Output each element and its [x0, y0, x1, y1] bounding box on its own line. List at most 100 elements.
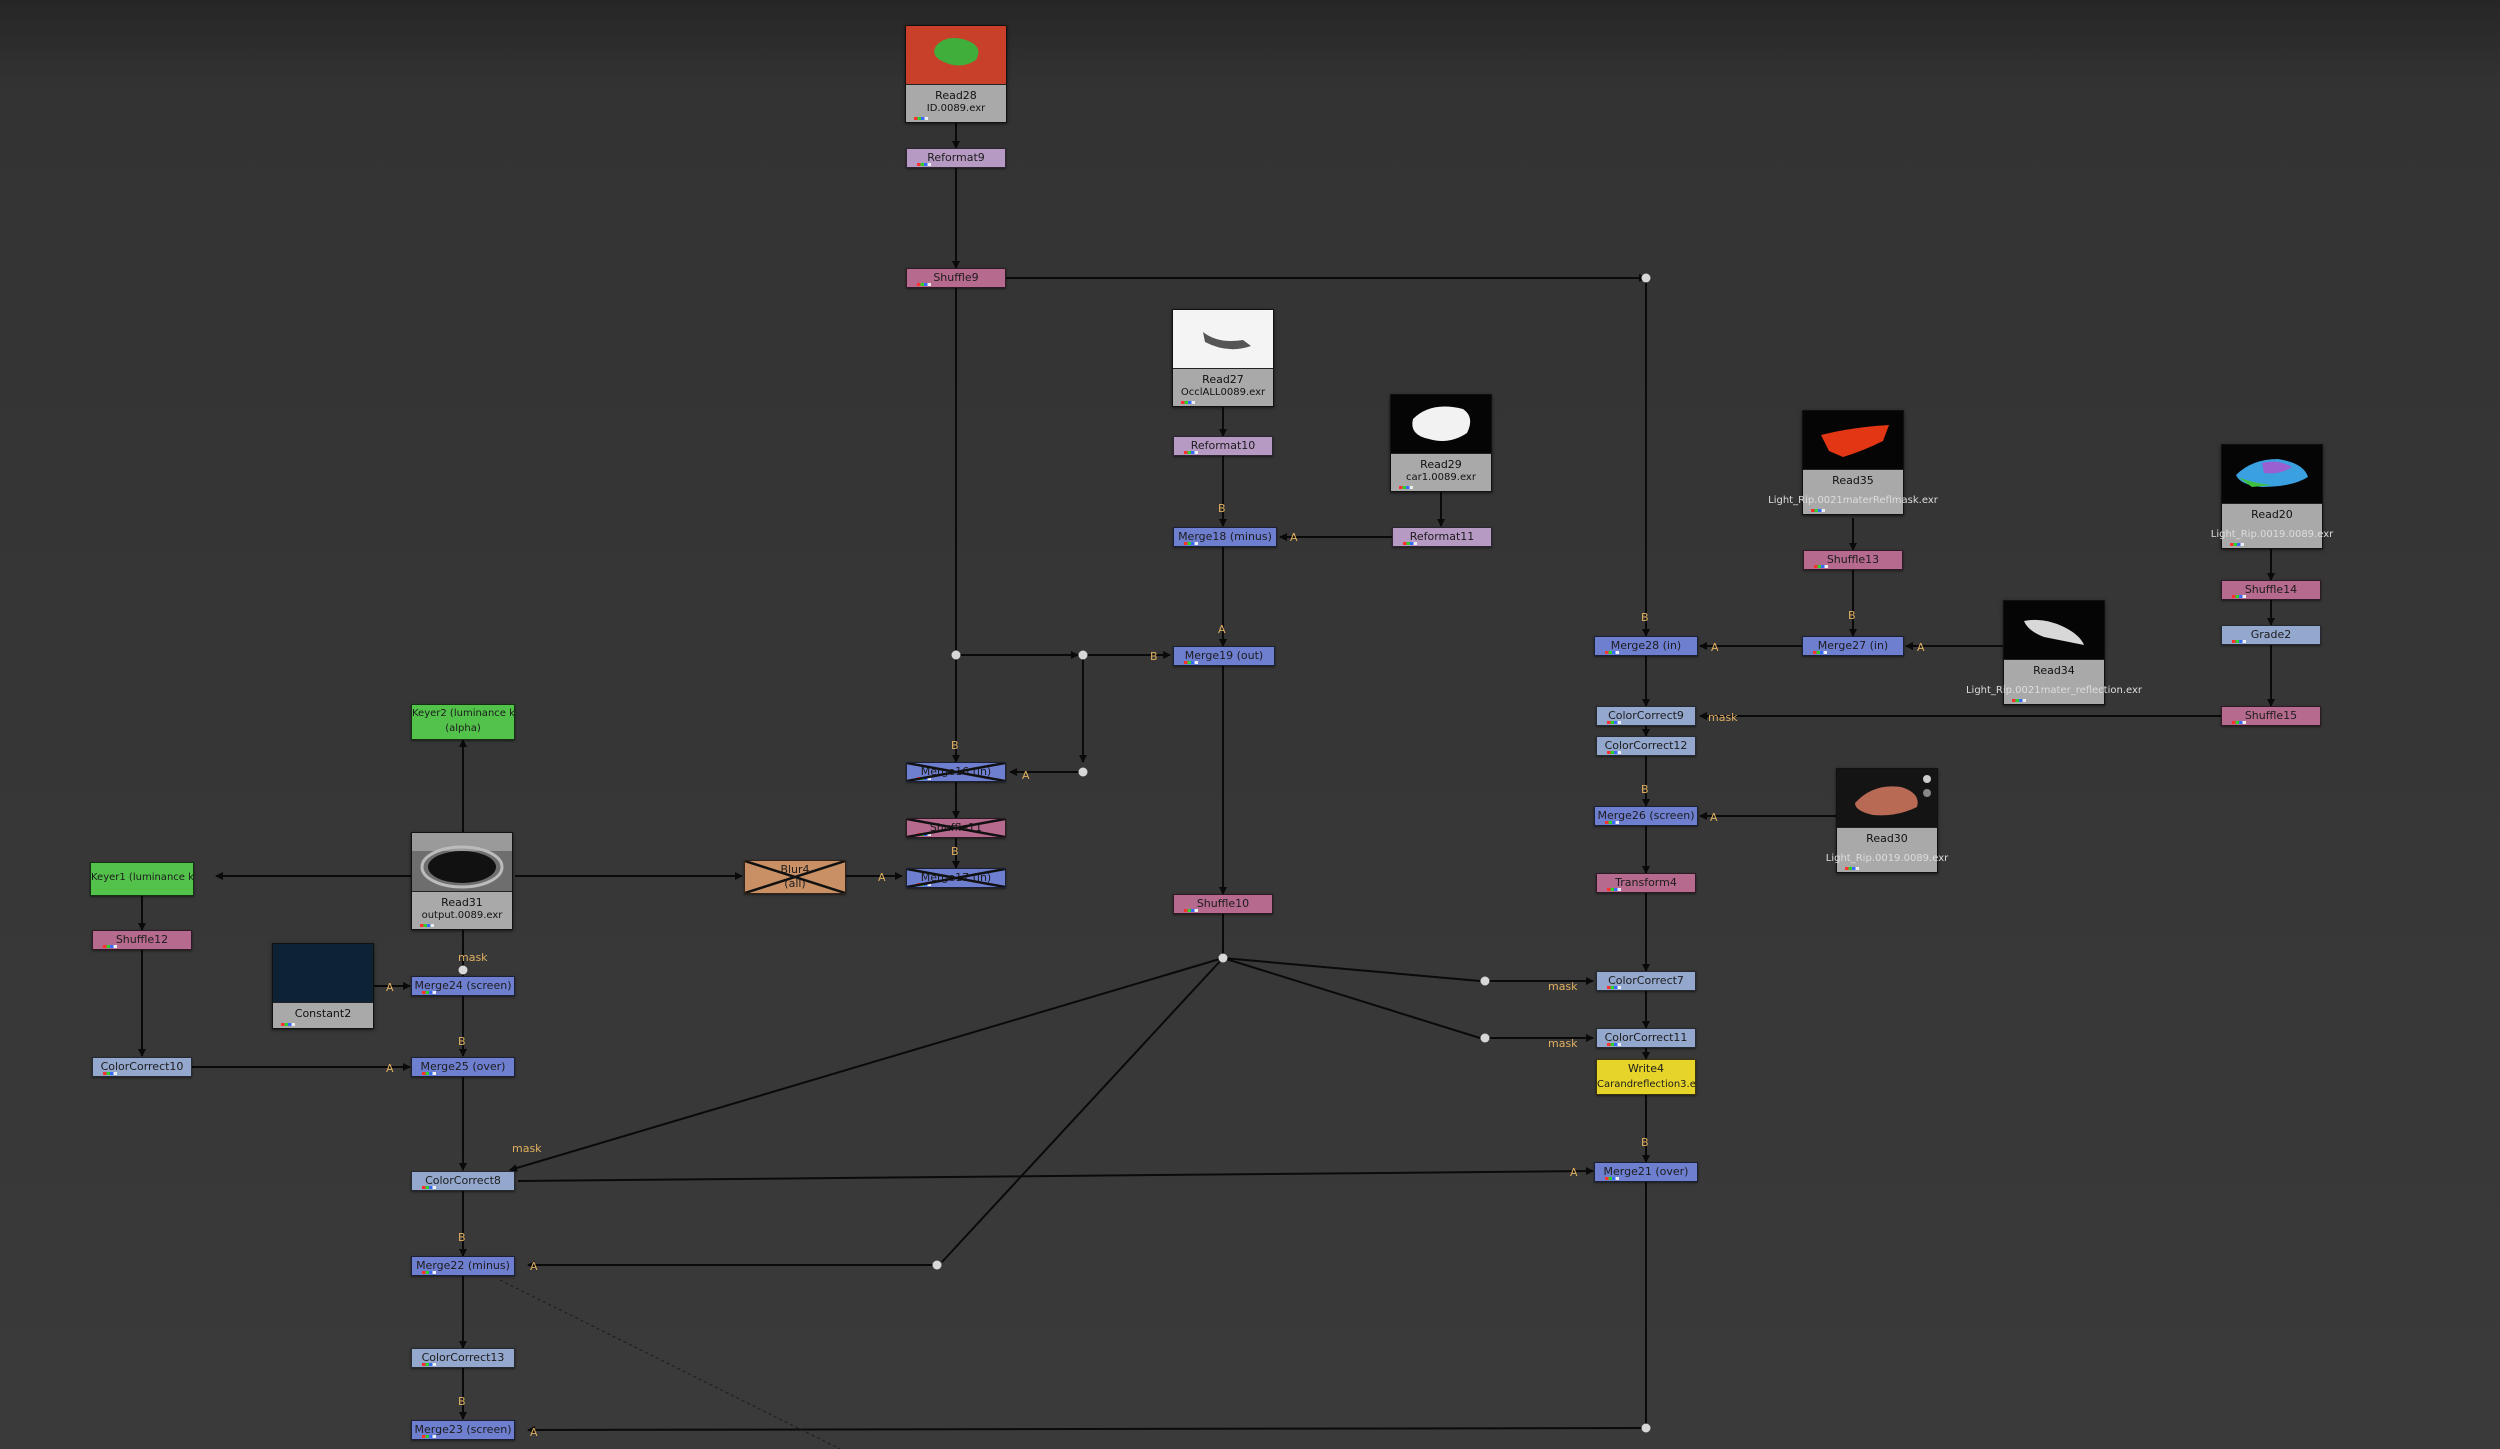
colorcorrect7-node[interactable]: ColorCorrect7 [1596, 971, 1696, 991]
shuffle11-node[interactable]: Shuffle11 [906, 818, 1006, 838]
read31-thumbnail [412, 833, 512, 892]
merge24-node[interactable]: Merge24 (screen) [411, 976, 515, 996]
node-sublabel: (all) [784, 877, 806, 890]
colorcorrect9-node[interactable]: ColorCorrect9 [1596, 706, 1696, 726]
shuffle10-node[interactable]: Shuffle10 [1173, 894, 1273, 914]
merge26-node[interactable]: Merge26 (screen) [1594, 806, 1698, 826]
node-label: ColorCorrect10 [100, 1060, 184, 1073]
input-a-label: A [1218, 623, 1226, 636]
merge25-node[interactable]: Merge25 (over) [411, 1057, 515, 1077]
merge22-node[interactable]: Merge22 (minus) [411, 1256, 515, 1276]
node-label: ColorCorrect7 [1608, 974, 1684, 987]
dot-node[interactable] [458, 965, 468, 975]
input-b-label: B [951, 845, 959, 858]
read27-node[interactable]: Read27 OcclALL0089.exr [1172, 309, 1274, 407]
colorcorrect11-node[interactable]: ColorCorrect11 [1596, 1028, 1696, 1048]
node-label: Merge19 (out) [1184, 649, 1264, 662]
node-label: Grade2 [2250, 628, 2292, 641]
read34-thumbnail [2004, 601, 2104, 660]
read20-node[interactable]: Read20 Light_Rip.0019.0089.exr [2211, 444, 2333, 549]
read31-node[interactable]: Read31 output.0089.exr [411, 832, 513, 930]
reformat11-node[interactable]: Reformat11 [1392, 527, 1492, 547]
merge23-node[interactable]: Merge23 (screen) [411, 1420, 515, 1440]
channel-dots [914, 117, 928, 120]
dot-node[interactable] [1480, 1033, 1490, 1043]
node-label: Shuffle13 [1826, 553, 1880, 566]
shuffle13-node[interactable]: Shuffle13 [1803, 550, 1903, 570]
read27-file: OcclALL0089.exr [1180, 387, 1266, 398]
reformat9-node[interactable]: Reformat9 [906, 148, 1006, 168]
channel-dots [1181, 401, 1195, 404]
read29-node[interactable]: Read29 car1.0089.exr [1390, 394, 1492, 492]
transform4-node[interactable]: Transform4 [1596, 873, 1696, 893]
colorcorrect13-node[interactable]: ColorCorrect13 [411, 1348, 515, 1368]
input-b-label: B [1218, 502, 1226, 515]
node-label: ColorCorrect11 [1604, 1031, 1688, 1044]
constant2-node[interactable]: Constant2 [272, 943, 374, 1029]
read30-node[interactable]: Read30 Light_Rip.0019.0089.exr [1826, 768, 1948, 873]
shuffle14-node[interactable]: Shuffle14 [2221, 580, 2321, 600]
input-b-label: B [1641, 1136, 1649, 1149]
shuffle15-node[interactable]: Shuffle15 [2221, 706, 2321, 726]
mask-label: mask [1548, 1037, 1578, 1050]
keyer2-node[interactable]: Keyer2 (luminance key) (alpha) [411, 704, 515, 740]
reformat10-node[interactable]: Reformat10 [1173, 436, 1273, 456]
read34-node[interactable]: Read34 Light_Rip.0021mater_reflection.ex… [1966, 600, 2142, 705]
merge28-node[interactable]: Merge28 (in) [1594, 636, 1698, 656]
input-b-label: B [1848, 609, 1856, 622]
colorcorrect8-node[interactable]: ColorCorrect8 [411, 1171, 515, 1191]
read35-node[interactable]: Read35 Light_Rip.0021materReflmask.exr [1768, 410, 1938, 515]
input-b-label: B [1641, 611, 1649, 624]
read35-name: Read35 [1832, 474, 1874, 487]
merge18-node[interactable]: Merge18 (minus) [1173, 527, 1277, 547]
constant2-thumbnail [273, 944, 373, 1003]
merge19-node[interactable]: Merge19 (out) [1173, 646, 1275, 666]
node-label: Shuffle14 [2244, 583, 2298, 596]
input-a-label: A [1570, 1166, 1578, 1179]
dot-node[interactable] [951, 650, 961, 660]
colorcorrect12-node[interactable]: ColorCorrect12 [1596, 736, 1696, 756]
read30-file: Light_Rip.0019.0089.exr [1825, 853, 1949, 864]
input-a-label: A [530, 1426, 538, 1439]
dot-node[interactable] [932, 1260, 942, 1270]
read35-file: Light_Rip.0021materReflmask.exr [1768, 495, 1938, 506]
node-label: Merge17 (in) [920, 871, 992, 884]
merge17-node[interactable]: Merge17 (in) [906, 868, 1006, 888]
write4-node[interactable]: Write4 Carandreflection3.exr [1596, 1059, 1696, 1095]
colorcorrect10-node[interactable]: ColorCorrect10 [92, 1057, 192, 1077]
merge16-node[interactable]: Merge16 (in) [906, 762, 1006, 782]
merge21-node[interactable]: Merge21 (over) [1594, 1162, 1698, 1182]
shuffle12-node[interactable]: Shuffle12 [92, 930, 192, 950]
dot-node[interactable] [1641, 273, 1651, 283]
dot-node[interactable] [1078, 650, 1088, 660]
node-label: ColorCorrect8 [425, 1174, 501, 1187]
node-label: Shuffle9 [933, 271, 979, 284]
grade2-node[interactable]: Grade2 [2221, 625, 2321, 645]
read27-thumbnail [1173, 310, 1273, 369]
channel-dots [2012, 699, 2026, 702]
node-label: Write4 [1627, 1062, 1665, 1075]
node-label: Merge28 (in) [1610, 639, 1682, 652]
blur4-node[interactable]: Blur4 (all) [744, 860, 846, 894]
shuffle9-node[interactable]: Shuffle9 [906, 268, 1006, 288]
input-a-label: A [1711, 641, 1719, 654]
node-label: Shuffle11 [929, 821, 983, 834]
keyer1-node[interactable]: Keyer1 (luminance key) [90, 862, 194, 896]
read28-node[interactable]: Read28 ID.0089.exr [905, 25, 1007, 123]
dot-node[interactable] [1641, 1423, 1651, 1433]
dot-node[interactable] [1480, 976, 1490, 986]
input-a-label: A [878, 871, 886, 884]
node-label: Merge25 (over) [420, 1060, 506, 1073]
dot-node[interactable] [1078, 767, 1088, 777]
input-b-label: B [951, 739, 959, 752]
merge27-node[interactable]: Merge27 (in) [1802, 636, 1904, 656]
node-label: Merge27 (in) [1817, 639, 1889, 652]
mask-label: mask [1548, 980, 1578, 993]
read29-thumbnail [1391, 395, 1491, 454]
dot-node[interactable] [1218, 953, 1228, 963]
node-label: Transform4 [1615, 876, 1677, 889]
input-a-label: A [1290, 531, 1298, 544]
read20-name: Read20 [2251, 508, 2293, 521]
channel-dots [2230, 543, 2244, 546]
